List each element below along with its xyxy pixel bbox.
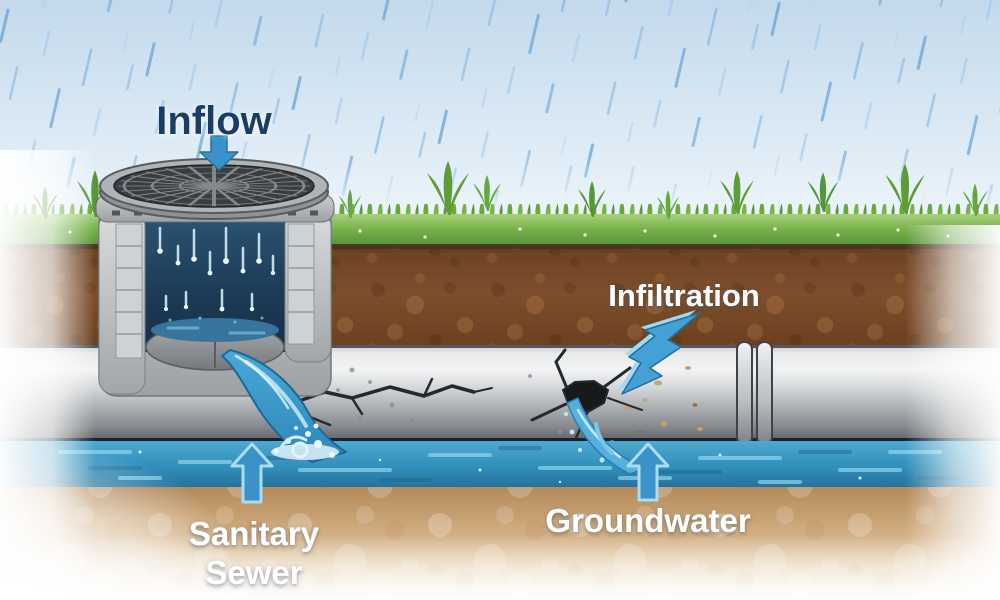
chamber-pool bbox=[151, 318, 279, 342]
drain-pillars bbox=[98, 211, 332, 395]
storm-drain-inlet bbox=[95, 158, 335, 397]
infiltration-arrow bbox=[618, 310, 701, 395]
sanitary-sewer-arrow bbox=[230, 442, 274, 504]
sanitary-sewer-label-line1: Sanitary bbox=[189, 515, 320, 552]
groundwater-label: Groundwater bbox=[545, 502, 751, 539]
watercolor-vignette bbox=[0, 150, 1000, 600]
inflow-label: Inflow bbox=[156, 99, 272, 143]
drain-grate bbox=[99, 158, 329, 220]
infiltration-debris bbox=[609, 366, 703, 447]
pipe-gravel bbox=[336, 367, 562, 434]
sanitary-sewer-label-line2: Sewer bbox=[205, 554, 302, 591]
inflow-outfall-stream bbox=[221, 349, 347, 463]
drain-chamber bbox=[142, 216, 288, 371]
groundwater-leak-stream bbox=[564, 396, 646, 475]
chamber-droplets bbox=[157, 226, 276, 324]
splash bbox=[271, 423, 339, 460]
inflow-arrow bbox=[199, 135, 239, 171]
groundwater-arrow bbox=[626, 442, 670, 502]
infiltration-label: Infiltration bbox=[608, 278, 760, 313]
